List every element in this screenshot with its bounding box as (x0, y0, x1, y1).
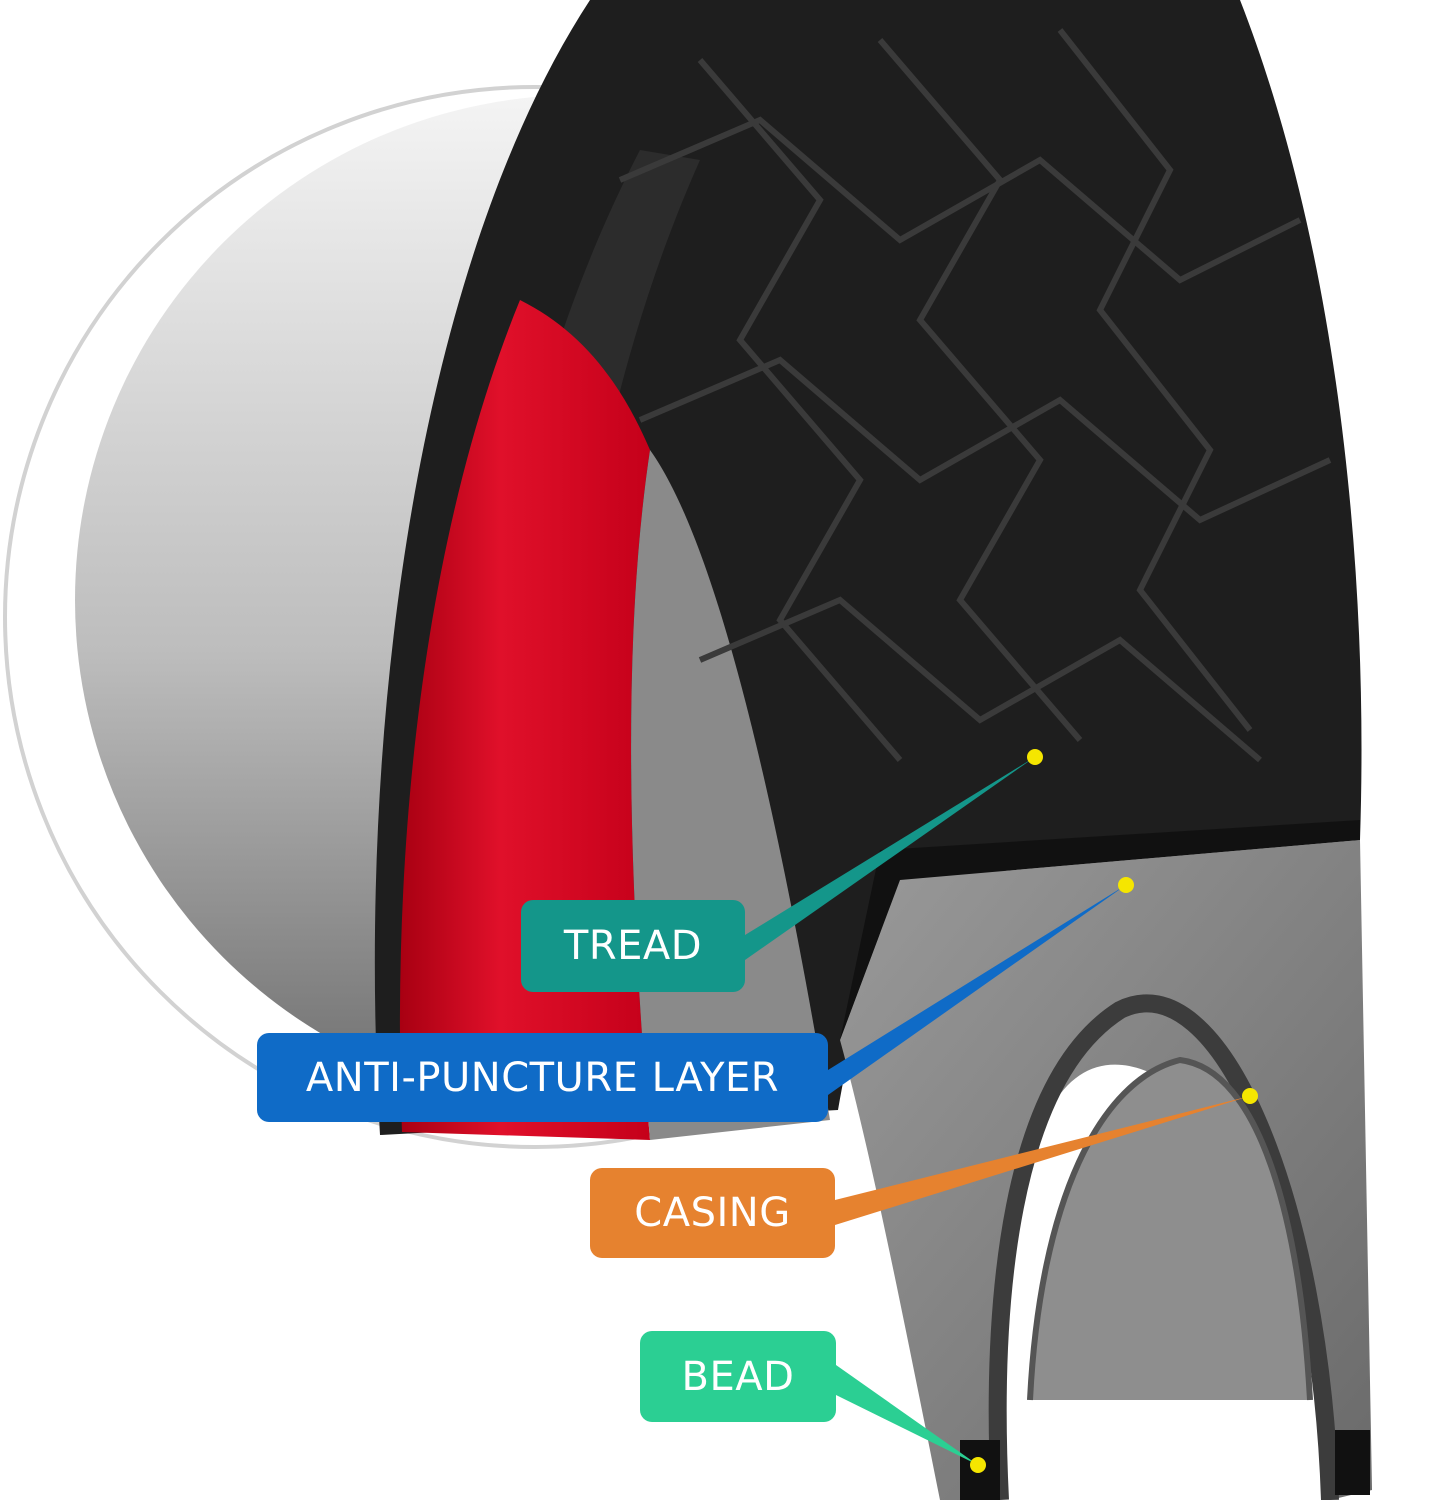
casing-layer (988, 994, 1339, 1500)
tread-edge (840, 820, 1360, 1040)
tread-pattern (618, 28, 1332, 763)
casing-marker (1242, 1088, 1258, 1104)
casing-leader (835, 1096, 1250, 1225)
anti-puncture-marker (1118, 877, 1134, 893)
tread-marker (1027, 749, 1043, 765)
cross-section (840, 840, 1372, 1500)
inner-layer (1027, 1056, 1313, 1401)
bead-leader (836, 1365, 978, 1465)
tread-label: TREAD (521, 900, 745, 992)
bead-marker (970, 1457, 986, 1473)
anti-puncture-layer-label: ANTI-PUNCTURE LAYER (257, 1033, 828, 1122)
anti-puncture-leader (828, 885, 1126, 1095)
casing-label: CASING (590, 1168, 835, 1258)
bead-right (1335, 1430, 1370, 1495)
bead-label: BEAD (640, 1331, 836, 1422)
tread-leader (745, 757, 1035, 960)
